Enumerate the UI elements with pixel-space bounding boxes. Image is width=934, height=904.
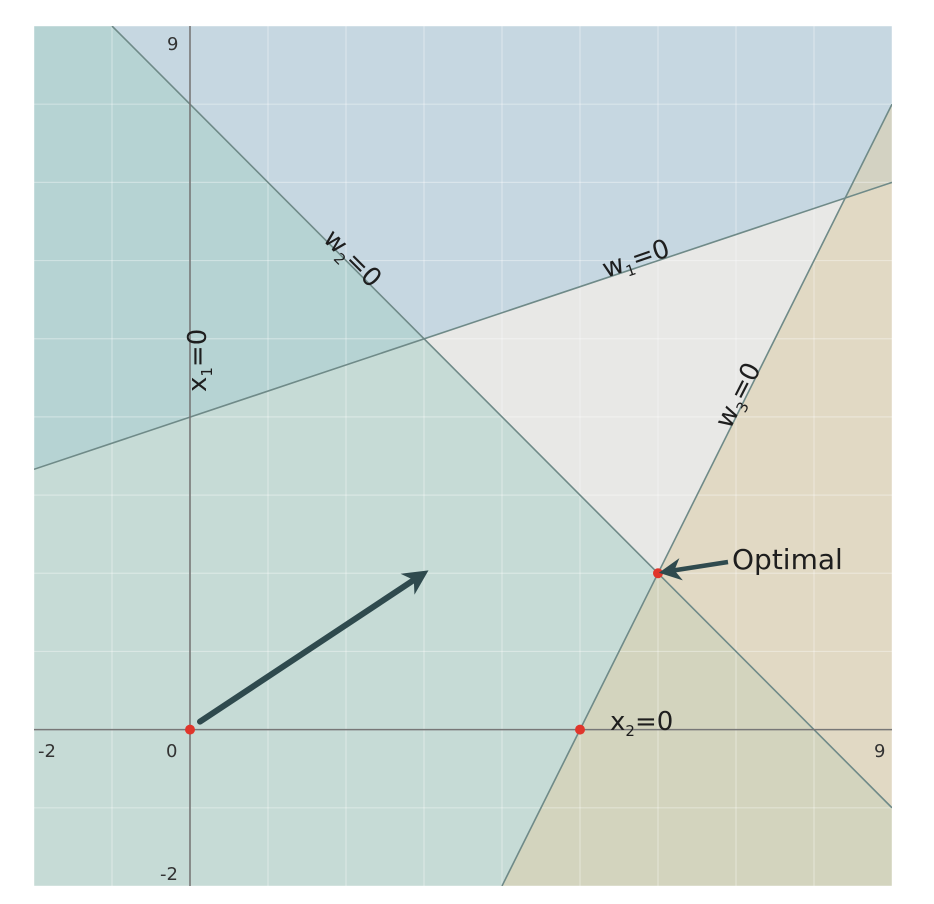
point-origin (185, 724, 195, 735)
optimal-pointer-arrow (658, 558, 729, 581)
x-tick-max: 9 (874, 741, 885, 762)
axes (34, 26, 892, 886)
x2-label: x2=0 (610, 707, 673, 740)
feasible-regions (34, 26, 892, 886)
x-tick-min: -2 (38, 741, 56, 762)
y-tick-min: -2 (160, 864, 178, 885)
point-x2-intercept (575, 724, 585, 735)
optimal-label: Optimal (732, 543, 843, 576)
x1-label: x1=0 (183, 329, 216, 392)
objective-direction-arrow (197, 570, 429, 725)
x-tick-zero: 0 (166, 741, 177, 762)
point-optimal (653, 568, 663, 579)
y-tick-max: 9 (167, 34, 178, 55)
constraint-line-w1 (34, 181, 892, 471)
grid (34, 26, 892, 886)
constraint-lines (34, 26, 892, 886)
constraint-line-w2 (111, 26, 892, 809)
constraint-line-w3 (501, 103, 892, 886)
